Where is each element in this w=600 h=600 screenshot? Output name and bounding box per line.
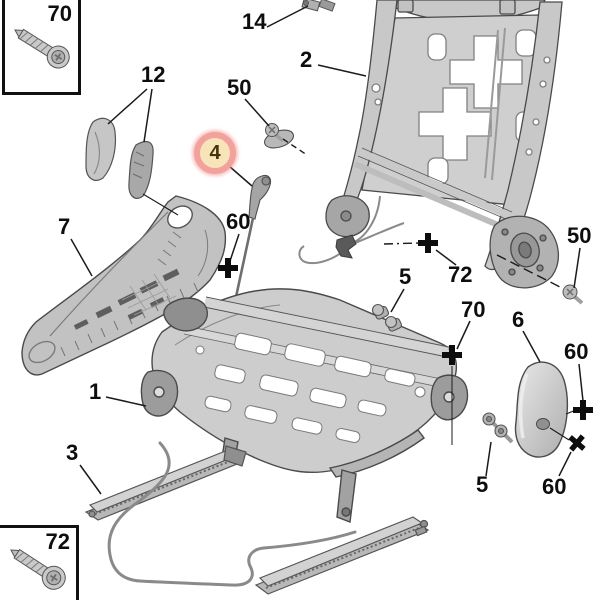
callout-72-cable[interactable]: 72 — [448, 262, 473, 287]
callout-12[interactable]: 12 — [141, 62, 166, 87]
callout-60-right-upper[interactable]: 60 — [564, 339, 589, 364]
bolt-pair-part-5-lower — [482, 412, 514, 444]
callout-7[interactable]: 7 — [58, 214, 71, 239]
part-number-70-box[interactable]: 70 — [47, 1, 72, 26]
plus-marker-72 — [418, 233, 438, 253]
screw-part-50-left — [265, 123, 285, 143]
cable-clamp-part-5-upper — [371, 303, 403, 332]
selected-part-highlight-4[interactable]: 4 — [194, 132, 236, 174]
callout-4-label: 4 — [209, 141, 221, 164]
callout-5-lower[interactable]: 5 — [476, 472, 489, 497]
plus-marker-60-center — [218, 258, 238, 278]
leader-lines — [70, 5, 584, 495]
callout-6[interactable]: 6 — [512, 307, 525, 332]
screw-part-50-right — [562, 284, 584, 305]
callout-1[interactable]: 1 — [89, 379, 102, 404]
assembly-axis-lines — [282, 138, 563, 445]
part-number-72-box[interactable]: 72 — [45, 529, 70, 554]
callout-3[interactable]: 3 — [66, 440, 79, 465]
callout-60-center[interactable]: 60 — [226, 209, 251, 234]
release-cable — [298, 195, 405, 265]
callout-5-upper[interactable]: 5 — [399, 264, 412, 289]
plus-marker-60-right-upper — [573, 400, 593, 420]
screw-icon — [10, 548, 66, 590]
inset-box-screw-72: 72 — [0, 525, 79, 600]
callout-50-left[interactable]: 50 — [227, 75, 252, 100]
seat-base-frame — [140, 288, 469, 523]
anti-submarining-wire-bar — [107, 441, 357, 587]
plus-marker-70 — [442, 345, 462, 365]
inset-box-screw-70: 70 — [2, 0, 81, 95]
trim-clip-parts — [85, 117, 154, 199]
side-trim-panel — [21, 195, 227, 376]
rotated-plus-marker-60-right-lower — [568, 434, 586, 452]
screw-icon — [14, 28, 70, 69]
seat-back-frame — [325, 0, 563, 289]
callout-50-right[interactable]: 50 — [567, 223, 592, 248]
headrest-guide-part — [301, 0, 336, 12]
callout-60-right-lower[interactable]: 60 — [542, 474, 567, 499]
seat-rails — [84, 445, 430, 595]
callout-14[interactable]: 14 — [242, 9, 267, 34]
hinge-cover-part-6 — [514, 361, 569, 458]
callout-70-right[interactable]: 70 — [461, 297, 486, 322]
callout-2[interactable]: 2 — [300, 47, 313, 72]
